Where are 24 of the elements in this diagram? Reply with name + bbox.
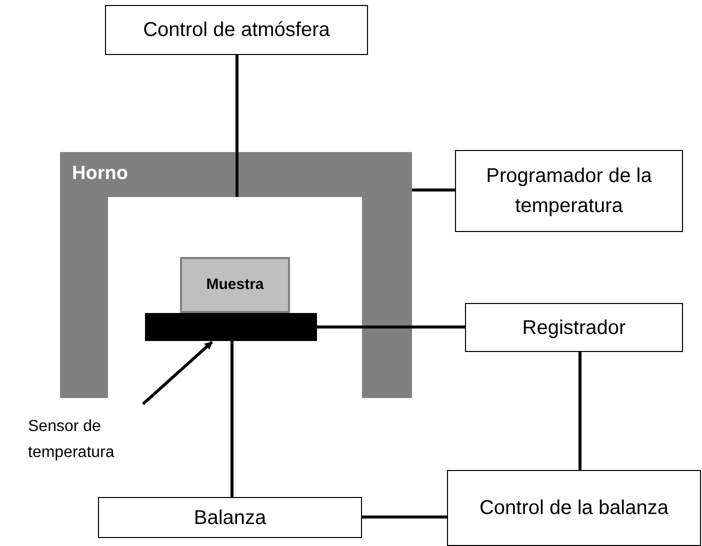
box-label: Balanza: [194, 506, 266, 530]
box-label: Control de atmósfera: [143, 18, 330, 43]
oven-label: Horno: [72, 162, 128, 186]
oven-chamber: [108, 197, 362, 398]
arrow: [142, 340, 213, 406]
process-box: [98, 497, 362, 538]
balance-plate: [145, 313, 317, 341]
process-box: [455, 150, 683, 232]
box-label: Programador de la temperatura: [485, 164, 653, 219]
box-label: Control de la balanza: [479, 496, 668, 521]
connector-line: [317, 326, 465, 328]
sensor-label: Sensor de temperatura: [28, 418, 114, 461]
oven-frame: [60, 152, 412, 398]
connector-line: [236, 55, 238, 197]
process-box: [465, 303, 683, 352]
connector-line: [230, 341, 234, 497]
connector-line: [578, 352, 582, 470]
process-box: [447, 470, 701, 546]
box-label: Registrador: [522, 316, 626, 340]
connector-line: [412, 188, 455, 192]
connector-line: [362, 516, 447, 518]
process-box: [105, 5, 368, 55]
box-label: Muestra: [206, 274, 264, 295]
sample-box: [180, 257, 290, 313]
